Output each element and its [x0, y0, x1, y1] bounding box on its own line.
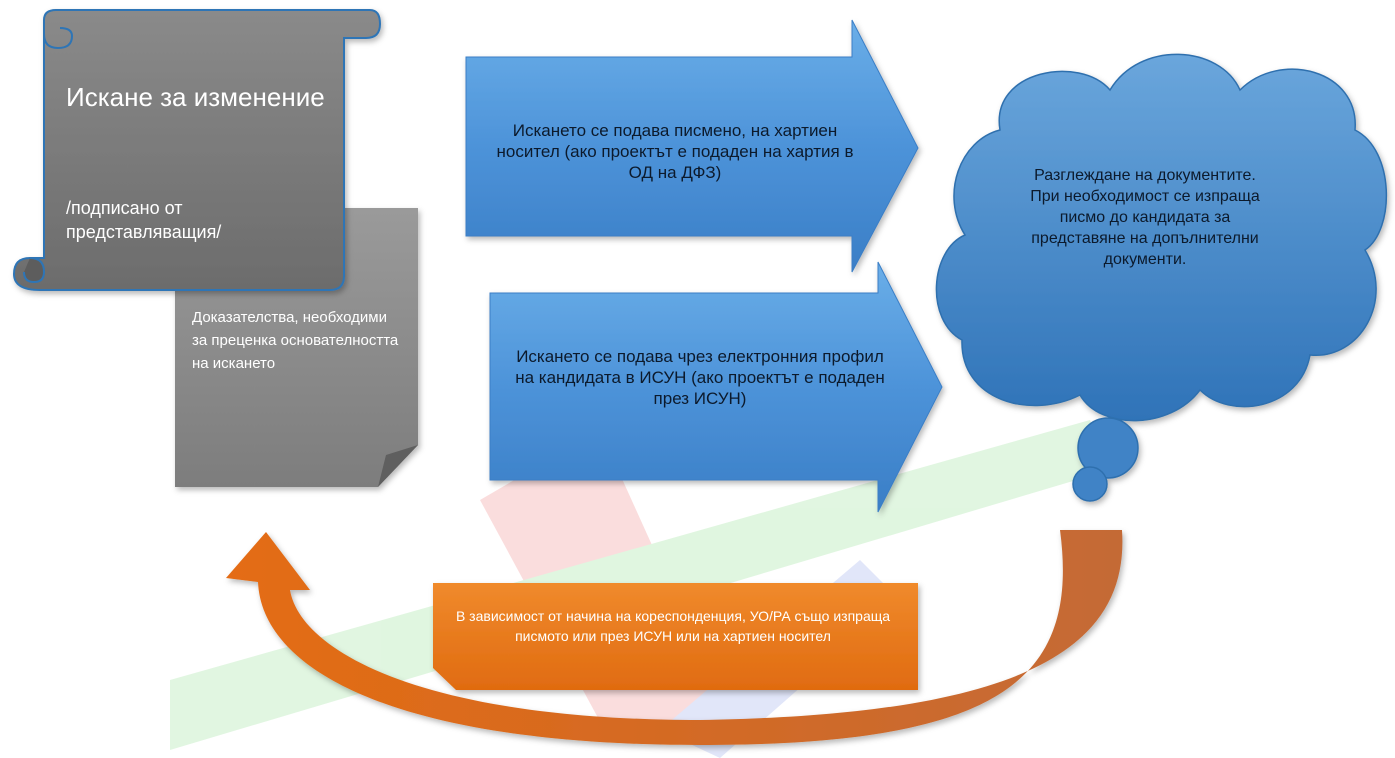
arrow-paper-label: Искането се подава писмено, на хартиен н…	[496, 121, 854, 182]
arrow-electronic	[489, 261, 943, 513]
review-cloud-label: Разглеждане на документите. При необходи…	[1030, 167, 1260, 268]
return-callout-label: В зависимост от начина на кореспонденция…	[455, 608, 891, 644]
return-callout-box	[433, 583, 918, 690]
arrow-paper	[465, 19, 919, 273]
request-signature-note: /подписано от представляващия/	[66, 198, 222, 242]
arrow-electronic-label: Искането се подава чрез електронния проф…	[515, 347, 885, 408]
request-title: Искане за изменение	[66, 82, 325, 112]
evidence-label: Доказателства, необходими за преценка ос…	[192, 309, 399, 372]
review-cloud	[935, 53, 1388, 502]
request-scroll	[12, 9, 382, 291]
